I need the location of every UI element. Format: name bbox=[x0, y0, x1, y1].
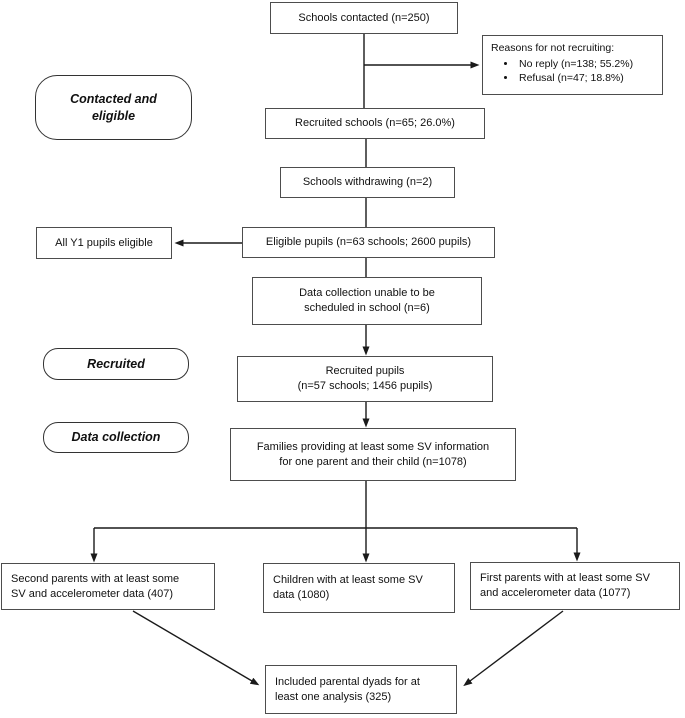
node-text: Second parents with at least some bbox=[11, 572, 180, 585]
node-text: Eligible pupils (n=63 schools; 2600 pupi… bbox=[265, 236, 472, 249]
arrow-first-to-included bbox=[463, 610, 564, 687]
node-text: (n=57 schools; 1456 pupils) bbox=[297, 380, 433, 392]
node-recruited-pupils: Recruited pupils (n=57 schools; 1456 pup… bbox=[237, 356, 493, 402]
stage-label-line: Data collection bbox=[71, 430, 161, 445]
node-reasons-not-recruiting: Reasons for not recruiting: No reply (n=… bbox=[482, 35, 663, 95]
arrow-second-to-included bbox=[132, 610, 260, 686]
stage-label-line: eligible bbox=[91, 108, 136, 123]
node-text: and accelerometer data (1077) bbox=[480, 587, 631, 599]
node-families-providing-sv: Families providing at least some SV info… bbox=[230, 428, 516, 481]
node-text: Schools withdrawing (n=2) bbox=[302, 176, 433, 189]
reasons-bullet: No reply (n=138; 55.2%) bbox=[517, 57, 633, 72]
stage-label-line: Recruited bbox=[87, 356, 145, 371]
node-schools-withdrawing: Schools withdrawing (n=2) bbox=[280, 167, 455, 198]
node-recruited-schools: Recruited schools (n=65; 26.0%) bbox=[265, 108, 485, 139]
node-text: Recruited schools (n=65; 26.0%) bbox=[295, 117, 455, 130]
reasons-title: Reasons for not recruiting: bbox=[491, 42, 615, 54]
node-text: Schools contacted (n=250) bbox=[298, 11, 430, 24]
node-text: Children with at least some SV bbox=[273, 574, 423, 587]
stage-label-line: Contacted and bbox=[70, 92, 157, 107]
node-text: Families providing at least some SV info… bbox=[256, 440, 490, 453]
reasons-bullet: Refusal (n=47; 18.8%) bbox=[517, 71, 633, 86]
node-text: Data collection unable to be bbox=[299, 287, 435, 300]
stage-label-contacted-eligible: Contacted and eligible bbox=[35, 75, 192, 140]
node-data-collection-unable: Data collection unable to be scheduled i… bbox=[252, 277, 482, 325]
node-schools-contacted: Schools contacted (n=250) bbox=[270, 2, 458, 34]
node-text: Recruited pupils bbox=[325, 365, 405, 378]
node-text: data (1080) bbox=[273, 589, 330, 601]
node-text: All Y1 pupils eligible bbox=[55, 236, 153, 249]
node-text: First parents with at least some SV bbox=[480, 572, 650, 585]
node-text: Included parental dyads for at bbox=[275, 675, 420, 688]
node-text: for one parent and their child (n=1078) bbox=[279, 455, 467, 468]
node-all-y1-pupils-eligible: All Y1 pupils eligible bbox=[36, 227, 172, 259]
reasons-bullet-list: No reply (n=138; 55.2%) Refusal (n=47; 1… bbox=[491, 57, 633, 86]
node-text: scheduled in school (n=6) bbox=[304, 302, 430, 314]
node-first-parents: First parents with at least some SV and … bbox=[470, 562, 680, 610]
node-second-parents: Second parents with at least some SV and… bbox=[1, 563, 215, 610]
stage-label-recruited: Recruited bbox=[43, 348, 189, 380]
node-included-parental-dyads: Included parental dyads for at least one… bbox=[265, 665, 457, 714]
node-eligible-pupils: Eligible pupils (n=63 schools; 2600 pupi… bbox=[242, 227, 495, 258]
node-text: SV and accelerometer data (407) bbox=[11, 587, 174, 600]
node-children-sv-data: Children with at least some SV data (108… bbox=[263, 563, 455, 613]
stage-label-data-collection: Data collection bbox=[43, 422, 189, 453]
node-text: least one analysis (325) bbox=[275, 690, 392, 703]
